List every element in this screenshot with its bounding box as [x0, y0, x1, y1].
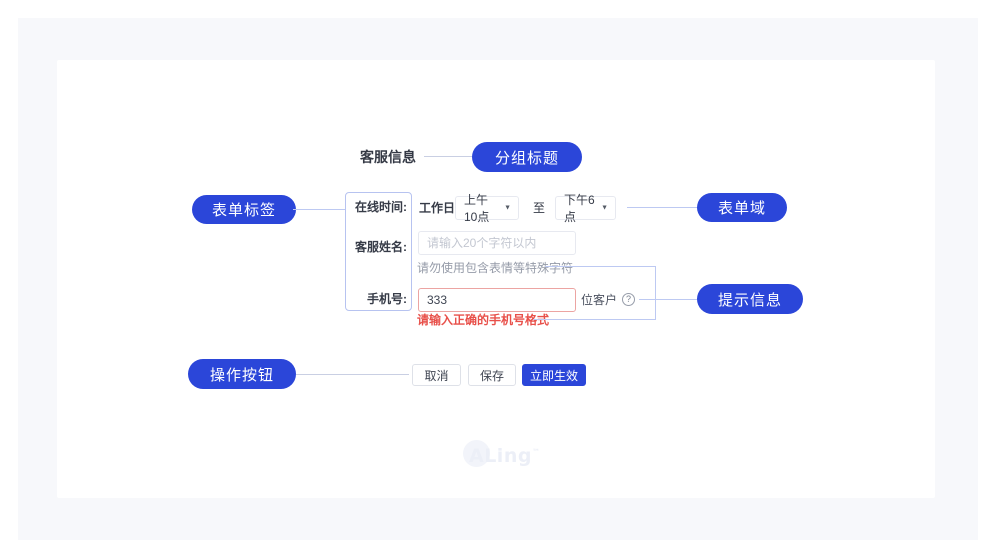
cancel-button[interactable]: 取消 [412, 364, 461, 386]
connector-line-helper [545, 266, 655, 267]
connector-line-group-title [424, 156, 472, 157]
connector-line-form-label [293, 209, 345, 210]
phone-label: 手机号: [367, 292, 407, 306]
chevron-down-icon: ▼ [601, 204, 608, 212]
start-time-select[interactable]: 上午10点 ▼ [455, 193, 519, 224]
annotation-form-field: 表单域 [697, 193, 788, 222]
chevron-down-icon: ▼ [504, 204, 511, 212]
section-title: 客服信息 [360, 149, 416, 165]
watermark-circle [463, 440, 490, 467]
hint-bracket-vertical [655, 266, 656, 320]
connector-line-actions [296, 374, 409, 375]
connector-line-error [533, 319, 655, 320]
online-time-label: 在线时间: [355, 200, 407, 214]
connector-line-hint [639, 299, 697, 300]
end-time-select[interactable]: 下午6点 ▼ [555, 193, 616, 224]
annotation-group-title: 分组标题 [472, 142, 583, 172]
service-name-input[interactable] [418, 231, 576, 255]
end-time-value: 下午6点 [564, 193, 595, 224]
phone-suffix-text: 位客户 [581, 293, 618, 307]
label-column-bracket [345, 192, 412, 311]
annotation-hint-info: 提示信息 [697, 284, 804, 314]
watermark-mark: ™ [531, 447, 541, 457]
time-separator-text: 至 [533, 201, 546, 215]
phone-error-text: 请输入正确的手机号格式 [417, 313, 550, 327]
service-name-helper-text: 请勿使用包含表情等特殊字符 [417, 261, 574, 275]
annotation-form-label: 表单标签 [192, 195, 297, 224]
watermark-text: ALing [469, 445, 532, 467]
save-button[interactable]: 保存 [468, 364, 516, 386]
phone-input[interactable] [418, 288, 576, 312]
watermark-logo: ALing™ [469, 445, 540, 467]
help-question-icon[interactable]: ? [622, 293, 635, 306]
weekday-text: 工作日 [419, 201, 456, 215]
submit-button[interactable]: 立即生效 [522, 364, 586, 386]
connector-line-form-field [627, 207, 697, 208]
annotation-action-buttons: 操作按钮 [188, 359, 297, 389]
service-name-label: 客服姓名: [355, 240, 407, 254]
start-time-value: 上午10点 [464, 193, 490, 224]
form-card [57, 60, 935, 498]
